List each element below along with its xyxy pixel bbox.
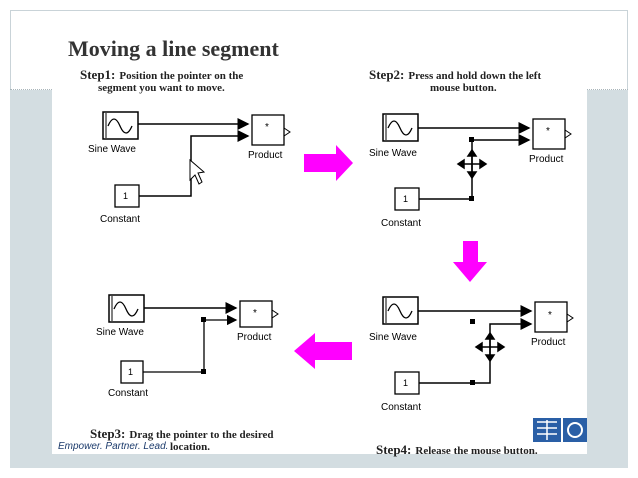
wire-constant-product-3[interactable]: [143, 314, 238, 373]
product-label-3: Product: [237, 332, 272, 343]
sine-wave-label-3: Sine Wave: [96, 327, 144, 338]
step4-text: Release the mouse button.: [415, 445, 538, 457]
step3-diagram: Sine Wave * Product 1 Constant: [96, 294, 279, 399]
constant-label-4: Constant: [381, 402, 421, 413]
cursor-arrow-icon: [189, 158, 206, 185]
constant-label-2: Constant: [381, 218, 421, 229]
right-dotted-rule: [587, 89, 628, 90]
product-symbol-3: *: [253, 308, 257, 319]
product-symbol: *: [265, 122, 269, 133]
move-cross-icon-2: [474, 331, 506, 363]
sine-wave-block-3[interactable]: [108, 294, 145, 323]
step2-diagram: Sine Wave * Product 1 Constant: [369, 113, 572, 229]
down-arrow-icon: [453, 241, 487, 282]
sine-wave-label: Sine Wave: [88, 144, 136, 155]
step4-diagram: Sine Wave * Product 1 Constant: [369, 296, 574, 413]
step1-label: Step1:: [80, 67, 116, 82]
product-label-2: Product: [529, 154, 564, 165]
step1-text-line2: segment you want to move.: [98, 82, 225, 94]
constant-block-3[interactable]: 1: [120, 360, 144, 384]
product-symbol-4: *: [548, 310, 552, 321]
step1-heading: Step1: Position the pointer on the: [80, 66, 243, 84]
step1-text-line1: Position the pointer on the: [119, 70, 244, 82]
sine-wave-block-2[interactable]: [382, 113, 419, 142]
step2-heading: Step2: Press and hold down the left: [369, 66, 541, 84]
bottom-decor-band: [10, 452, 628, 468]
constant-block[interactable]: 1: [114, 184, 140, 208]
constant-block-4[interactable]: 1: [394, 371, 420, 395]
step2-text-line2: mouse button.: [430, 82, 497, 94]
step2-label: Step2:: [369, 67, 405, 82]
move-cross-icon: [456, 148, 488, 180]
product-block-3[interactable]: *: [239, 300, 279, 328]
left-dotted-rule: [10, 89, 52, 90]
step2-text-line1: Press and hold down the left: [408, 70, 542, 82]
sine-wave-label-4: Sine Wave: [369, 332, 417, 343]
left-decor-band: [10, 90, 52, 468]
step4-heading: Step4: Release the mouse button.: [376, 441, 538, 459]
step3-heading: Step3: Drag the pointer to the desired: [90, 425, 274, 443]
product-label: Product: [248, 150, 283, 161]
step1-diagram: Sine Wave * Product 1 Constant: [88, 111, 291, 225]
step4-label: Step4:: [376, 442, 412, 457]
product-block-4[interactable]: *: [534, 301, 574, 333]
product-block-2[interactable]: *: [532, 118, 572, 150]
product-label-4: Product: [531, 337, 566, 348]
step3-text-line2: location.: [170, 441, 211, 453]
product-block[interactable]: *: [251, 114, 291, 146]
left-arrow-icon: [294, 333, 352, 369]
constant-block-2[interactable]: 1: [394, 187, 420, 211]
step3-label: Step3:: [90, 426, 126, 441]
sine-wave-block[interactable]: [102, 111, 139, 140]
sine-wave-block-4[interactable]: [382, 296, 419, 325]
constant-value-4: 1: [403, 378, 408, 388]
right-arrow-icon: [304, 145, 353, 181]
slide-title: Moving a line segment: [68, 36, 279, 61]
university-logo-icon: [533, 418, 587, 442]
wire-constant-product-4[interactable]: [419, 318, 533, 384]
sine-wave-label-2: Sine Wave: [369, 148, 417, 159]
constant-value: 1: [123, 191, 128, 201]
step3-text: Drag the pointer to the desired: [129, 429, 274, 441]
product-symbol-2: *: [546, 126, 550, 137]
footer-tagline: Empower. Partner. Lead.: [58, 441, 169, 452]
constant-value-3: 1: [128, 367, 133, 377]
right-decor-band: [587, 90, 628, 468]
wire-constant-product-2[interactable]: [419, 134, 531, 200]
constant-label: Constant: [100, 214, 140, 225]
constant-value-2: 1: [403, 194, 408, 204]
constant-label-3: Constant: [108, 388, 148, 399]
